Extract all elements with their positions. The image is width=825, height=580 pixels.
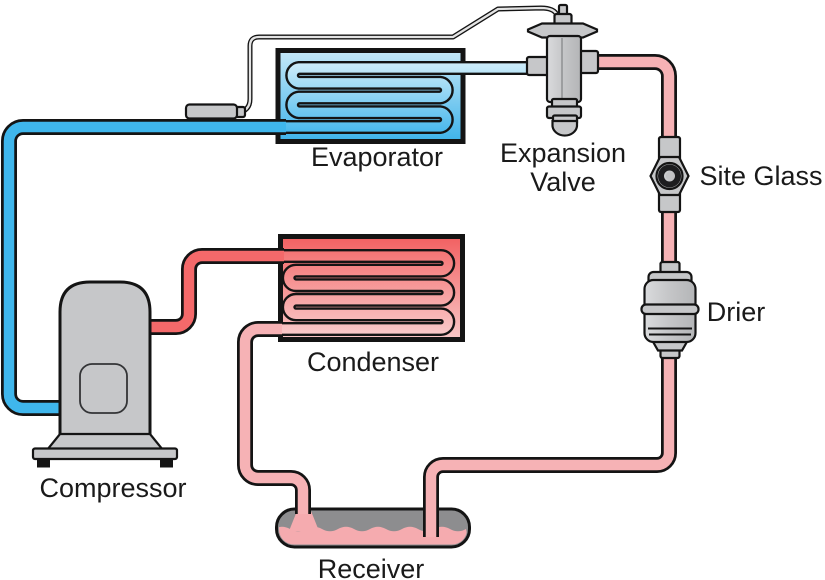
- drier: [640, 260, 700, 360]
- site-glass-label: Site Glass: [699, 161, 822, 191]
- expansion-valve-label-line2: Valve: [530, 167, 596, 197]
- expansion-valve-body: [545, 34, 583, 104]
- receiver-inlet-pour: [289, 511, 319, 531]
- compressor-label: Compressor: [39, 473, 186, 503]
- site-glass-lens-ring: [658, 164, 681, 188]
- expansion-valve: [525, 3, 600, 137]
- sensing-bulb: [184, 103, 239, 120]
- liquid-line-pipe: [425, 56, 675, 537]
- discharge-line-outline: [148, 248, 284, 335]
- capillary-tube: [235, 6, 563, 115]
- site-glass: [649, 135, 690, 214]
- receiver-liquid: [279, 526, 467, 545]
- suction-line-pipe: [3, 121, 286, 414]
- evaporator-label: Evaporator: [311, 142, 443, 172]
- drier-label: Drier: [707, 297, 766, 327]
- compressor-base-plate: [31, 447, 179, 461]
- compressor-terminal-plate: [79, 363, 128, 414]
- receiver-label: Receiver: [318, 554, 425, 580]
- site-glass-lens-center: [665, 172, 674, 180]
- expansion-valve-label-line1: Expansion: [500, 138, 626, 168]
- condenser-label: Condenser: [307, 347, 439, 377]
- compressor-foot-right: [160, 458, 173, 468]
- compressor-foot-left: [37, 458, 50, 468]
- expansion-valve-diaphragm-cap: [526, 22, 599, 39]
- expansion-valve-outlet-dome: [551, 119, 579, 137]
- expansion-valve-left-port: [525, 55, 550, 77]
- expansion-valve-right-port: [578, 49, 600, 75]
- compressor-body: [58, 280, 152, 443]
- discharge-line-pipe: [148, 250, 284, 333]
- compressor: [31, 280, 179, 468]
- condenser-outlet-pipe: [239, 323, 309, 514]
- drier-band: [640, 303, 700, 316]
- condenser-coil: [281, 251, 453, 334]
- condenser-outlet-outline: [237, 321, 311, 514]
- evaporator-coil: [283, 63, 531, 132]
